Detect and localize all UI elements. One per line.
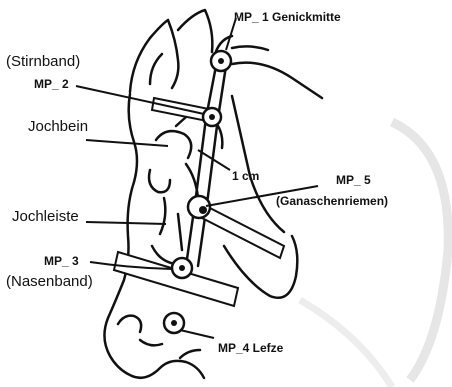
- mp1-dot: [218, 58, 224, 64]
- label-nasenband: (Nasenband): [6, 273, 93, 290]
- label-mp5: MP_ 5: [336, 173, 371, 187]
- mp5-dot: [199, 206, 207, 214]
- mp5-marker: [188, 196, 210, 218]
- label-mp4: MP_4 Lefze: [218, 341, 284, 355]
- mp4-dot: [171, 320, 177, 326]
- label-mp1: MP_ 1 Genickmitte: [234, 10, 341, 24]
- label-mp2: MP_ 2: [34, 77, 69, 91]
- label-mp3: MP_ 3: [44, 254, 79, 268]
- label-ganaschenriemen: (Ganaschenriemen): [276, 194, 388, 208]
- label-jochleiste: Jochleiste: [12, 208, 79, 225]
- background-arcs: [300, 122, 448, 387]
- mp3-dot: [179, 265, 185, 271]
- mp2-dot: [209, 114, 215, 120]
- label-stirnband: (Stirnband): [6, 53, 80, 70]
- label-one-cm: 1 cm: [232, 169, 259, 183]
- label-jochbein: Jochbein: [28, 118, 88, 135]
